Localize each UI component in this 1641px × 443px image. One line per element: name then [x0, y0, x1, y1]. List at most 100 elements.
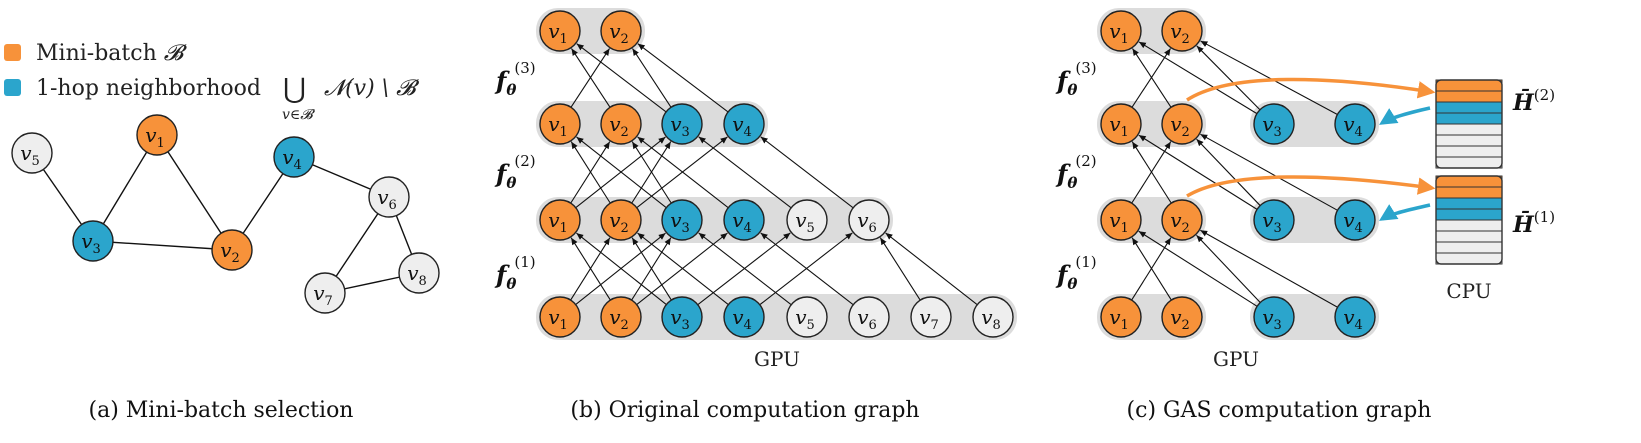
- node-v1: v1: [539, 103, 581, 145]
- node-v2: v2: [1161, 10, 1203, 52]
- graph-a: v5 v1 v4 v6 v3 v2 v8 v7: [11, 114, 440, 314]
- node-v1: v1: [539, 10, 581, 52]
- panel-b-gpu-label: GPU: [754, 347, 800, 371]
- node-v2: v2: [600, 103, 642, 145]
- legend-neighborhood-label: 1-hop neighborhood: [36, 76, 261, 101]
- svg-text:v4: v4: [1343, 208, 1363, 236]
- node-v2: v2: [1161, 296, 1203, 338]
- svg-text:v3: v3: [81, 229, 101, 257]
- svg-text:v1: v1: [145, 123, 165, 151]
- panel-b-layer-bands: [536, 8, 1017, 340]
- layer-label-f3: fθ(3): [494, 59, 536, 99]
- node-v1: v1: [539, 199, 581, 241]
- node-v3: v3: [1253, 199, 1295, 241]
- svg-text:v3: v3: [1262, 112, 1282, 140]
- legend-neighborhood-swatch: [4, 79, 21, 96]
- push-arrow-h1: [1186, 175, 1436, 198]
- svg-text:v2: v2: [1170, 208, 1190, 236]
- node-v3: v3: [1253, 296, 1295, 338]
- caption-a: (a) Mini-batch selection: [89, 398, 354, 423]
- node-v7: v7: [304, 272, 346, 314]
- panel-c-edges: [1131, 40, 1338, 308]
- svg-text:v1: v1: [548, 112, 568, 140]
- svg-text:v3: v3: [670, 208, 690, 236]
- svg-text:v2: v2: [609, 208, 629, 236]
- history-stack-h2: [1435, 79, 1503, 169]
- node-v1: v1: [1100, 103, 1142, 145]
- node-v2: v2: [1161, 199, 1203, 241]
- svg-text:v7: v7: [313, 281, 333, 309]
- node-v5: v5: [786, 296, 828, 338]
- svg-text:v2: v2: [1170, 19, 1190, 47]
- svg-text:v1: v1: [548, 208, 568, 236]
- graph-a-edge: [156, 134, 233, 251]
- legend-union-subscript: v∈𝓑: [282, 107, 315, 123]
- svg-text:v4: v4: [282, 145, 302, 173]
- layer-label-f1: fθ(1): [494, 253, 536, 293]
- node-v4: v4: [1334, 103, 1376, 145]
- history-label-h2: H̄(2): [1512, 86, 1555, 116]
- layer-label-f1: fθ(1): [1055, 253, 1097, 293]
- caption-c: (c) GAS computation graph: [1127, 398, 1432, 423]
- svg-text:v8: v8: [407, 261, 427, 289]
- svg-text:v8: v8: [981, 305, 1001, 333]
- node-v8: v8: [398, 252, 440, 294]
- node-v3: v3: [72, 220, 114, 262]
- svg-text:v5: v5: [795, 305, 815, 333]
- captions: (a) Mini-batch selection (b) Original co…: [89, 398, 1432, 423]
- panel-b-edges: [570, 43, 978, 306]
- pull-arrow-h1: [1379, 203, 1431, 221]
- svg-text:v2: v2: [1170, 305, 1190, 333]
- svg-text:v6: v6: [857, 305, 877, 333]
- node-v2: v2: [600, 296, 642, 338]
- node-v1: v1: [1100, 199, 1142, 241]
- node-v1: v1: [1100, 10, 1142, 52]
- panel-c-layer-bands: [1097, 8, 1379, 340]
- panel-c-cpu-label: CPU: [1446, 279, 1491, 303]
- node-v4: v4: [723, 199, 765, 241]
- svg-text:v1: v1: [1109, 112, 1129, 140]
- node-v3: v3: [661, 199, 703, 241]
- node-v5: v5: [11, 132, 53, 174]
- node-v3: v3: [1253, 103, 1295, 145]
- history-arrows: [1186, 77, 1436, 221]
- node-v5: v5: [786, 199, 828, 241]
- node-v1: v1: [1100, 296, 1142, 338]
- node-v6: v6: [368, 176, 410, 218]
- caption-b: (b) Original computation graph: [570, 398, 919, 423]
- svg-text:v3: v3: [670, 112, 690, 140]
- svg-text:v2: v2: [220, 238, 240, 266]
- node-v6: v6: [848, 296, 890, 338]
- svg-text:v6: v6: [377, 185, 397, 213]
- svg-text:v6: v6: [857, 208, 877, 236]
- svg-text:v1: v1: [548, 305, 568, 333]
- svg-text:v2: v2: [609, 112, 629, 140]
- svg-text:v2: v2: [609, 305, 629, 333]
- panel-b-layer-labels: fθ(3) fθ(2) fθ(1): [494, 59, 536, 293]
- pull-arrow-h2: [1379, 106, 1431, 125]
- svg-text:v4: v4: [732, 208, 752, 236]
- node-v4: v4: [1334, 199, 1376, 241]
- svg-text:v4: v4: [1343, 112, 1363, 140]
- node-v2: v2: [600, 199, 642, 241]
- node-v1: v1: [539, 296, 581, 338]
- node-v4: v4: [723, 296, 765, 338]
- svg-text:v5: v5: [795, 208, 815, 236]
- node-v4: v4: [273, 136, 315, 178]
- svg-text:v3: v3: [670, 305, 690, 333]
- node-v2: v2: [600, 10, 642, 52]
- svg-text:v5: v5: [20, 141, 40, 169]
- legend: Mini-batch 𝓑 1-hop neighborhood ⋃ v∈𝓑 𝓝(…: [4, 41, 420, 123]
- node-v2: v2: [1161, 103, 1203, 145]
- svg-text:v4: v4: [732, 305, 752, 333]
- history-stack-h1: [1435, 175, 1503, 265]
- svg-text:v4: v4: [732, 112, 752, 140]
- svg-text:v2: v2: [609, 19, 629, 47]
- node-v8: v8: [972, 296, 1014, 338]
- svg-text:v1: v1: [548, 19, 568, 47]
